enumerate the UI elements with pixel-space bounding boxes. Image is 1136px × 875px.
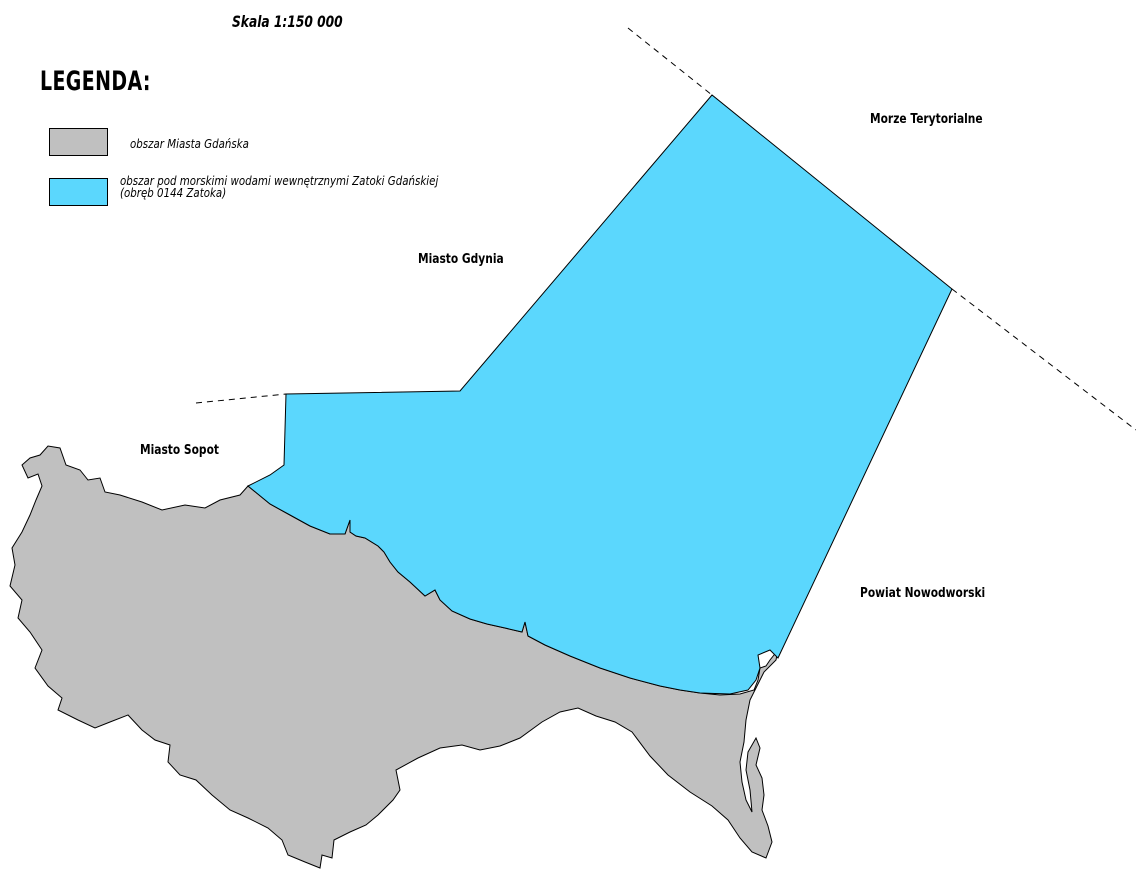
map-scale: Skala 1:150 000 xyxy=(232,12,343,31)
boundary-dashed-north xyxy=(627,27,713,96)
boundary-dashed-east xyxy=(951,288,1136,431)
label-miasto-sopot: Miasto Sopot xyxy=(140,443,219,458)
legend-label-zatoka-line1: obszar pod morskimi wodami wewnętrznymi … xyxy=(120,173,439,188)
boundary-dashed-west xyxy=(195,393,287,404)
zatoka-water-area xyxy=(247,94,953,695)
legend-swatch-gdansk xyxy=(49,128,108,156)
legend-label-zatoka-line2: (obręb 0144 Zatoka) xyxy=(120,185,227,200)
label-morze-terytorialne: Morze Terytorialne xyxy=(870,112,983,127)
legend-swatch-zatoka xyxy=(49,178,108,206)
label-powiat-nowodworski: Powiat Nowodworski xyxy=(860,586,986,601)
label-miasto-gdynia: Miasto Gdynia xyxy=(418,252,504,267)
legend-title: LEGENDA: xyxy=(40,66,151,97)
legend-label-gdansk: obszar Miasta Gdańska xyxy=(130,136,249,151)
legend-label-zatoka: obszar pod morskimi wodami wewnętrznymi … xyxy=(120,173,439,200)
